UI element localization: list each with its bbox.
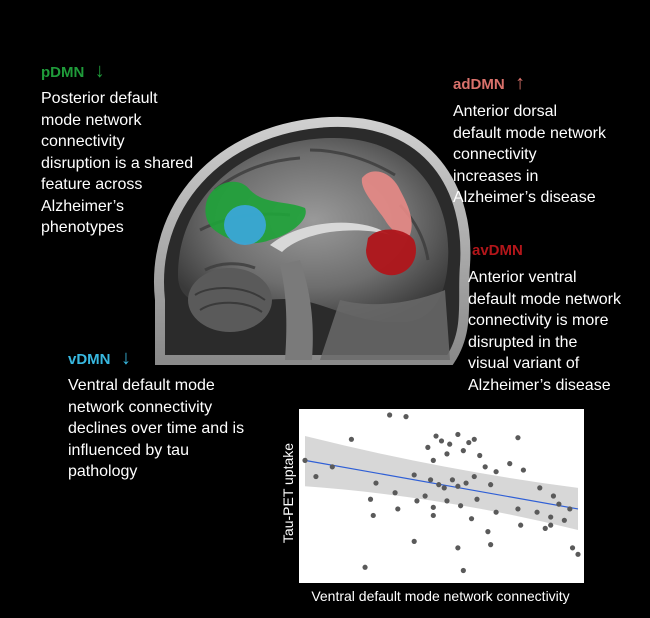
y-axis-label: Tau-PET uptake [280, 442, 296, 544]
data-point [422, 493, 428, 499]
data-point [493, 509, 499, 515]
data-point [485, 529, 491, 535]
data-point [438, 438, 445, 444]
data-point [348, 436, 355, 442]
vdmn-arrow-icon: ↓ [120, 347, 131, 369]
data-point [575, 551, 581, 557]
data-point [430, 512, 436, 519]
avdmn-abbr: avDMN [472, 242, 523, 259]
data-point [370, 512, 376, 519]
addmn-description: Anterior dorsal default mode network con… [453, 103, 606, 206]
data-point [362, 564, 368, 570]
data-point [520, 467, 526, 473]
data-point [392, 490, 398, 496]
data-point [430, 457, 436, 463]
data-point [537, 485, 543, 491]
data-point [430, 504, 436, 510]
data-point [313, 473, 319, 480]
data-point [561, 517, 567, 523]
data-point [447, 441, 453, 447]
data-point [567, 506, 573, 512]
data-point [548, 514, 554, 520]
vdmn-abbr: vDMN [68, 351, 111, 368]
data-point [414, 498, 420, 504]
data-point [458, 503, 464, 509]
addmn-abbr: adDMN [453, 76, 505, 93]
data-point [507, 461, 513, 467]
data-point [463, 480, 469, 486]
data-point [556, 501, 562, 507]
scatter-plot [302, 412, 581, 574]
data-point [466, 439, 472, 446]
data-point [477, 452, 483, 459]
addmn-arrow-icon: ↑ [515, 72, 526, 94]
data-point [471, 436, 477, 442]
data-point [550, 493, 557, 499]
x-axis-label: Ventral default mode network connectivit… [311, 588, 570, 604]
data-point [455, 483, 461, 489]
vdmn-description: Ventral default mode network connectivit… [68, 377, 245, 480]
confidence-band [305, 436, 578, 531]
brainstem [280, 260, 313, 360]
data-point [488, 482, 494, 488]
data-point [518, 522, 524, 528]
data-point [395, 506, 401, 512]
data-point [455, 545, 461, 551]
data-point [493, 469, 499, 475]
addmn-region [361, 171, 412, 236]
vdmn-header: vDMN ↓ [68, 347, 131, 370]
cerebellum [188, 268, 272, 332]
avdmn-region [366, 229, 416, 276]
data-point [444, 451, 450, 457]
data-point [542, 525, 548, 531]
data-point [425, 444, 431, 450]
data-point [433, 433, 439, 439]
scatter-plot-area [299, 409, 584, 583]
data-point [441, 485, 447, 491]
avdmn-description: Anterior ventral default mode network co… [468, 269, 621, 394]
data-point [367, 496, 374, 502]
data-point [482, 464, 488, 470]
data-point [548, 522, 554, 528]
pdmn-header: pDMN ↓ [41, 60, 105, 83]
data-point [569, 545, 576, 551]
data-point [387, 412, 393, 418]
data-point [411, 538, 417, 544]
data-point [436, 482, 442, 488]
avdmn-header: avDMN [472, 242, 523, 260]
vdmn-region [224, 205, 266, 245]
data-point [302, 457, 308, 463]
data-point [474, 496, 480, 502]
data-point [411, 472, 417, 478]
data-point [515, 506, 521, 512]
data-point [534, 509, 540, 515]
data-point [329, 464, 335, 470]
pdmn-abbr: pDMN [41, 64, 85, 81]
data-point [468, 516, 475, 522]
data-point [403, 414, 409, 420]
data-point [488, 542, 494, 548]
data-point [449, 477, 456, 483]
regression-line [304, 459, 579, 510]
data-point [460, 567, 466, 574]
data-point [455, 431, 461, 438]
data-point [515, 435, 521, 441]
corpus-callosum [270, 222, 390, 252]
data-point [427, 477, 434, 483]
data-point [373, 480, 379, 486]
pdmn-arrow-icon: ↓ [94, 60, 105, 82]
pdmn-description: Posterior default mode network connectiv… [41, 90, 194, 236]
data-point [444, 498, 450, 504]
addmn-header: adDMN ↑ [453, 72, 525, 95]
data-point [460, 448, 466, 454]
data-point [471, 473, 477, 480]
